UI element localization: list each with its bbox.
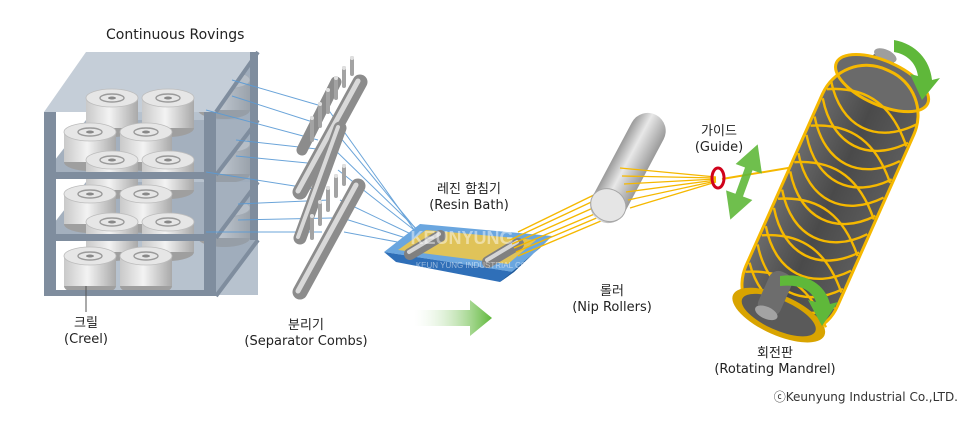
label-combs-en: (Separator Combs): [244, 334, 368, 349]
process-direction-arrow-icon: [414, 300, 492, 336]
separator-combs: [292, 56, 368, 300]
watermark-subtext: KEUN YUNG INDUSTRIAL CO., LTD: [416, 261, 549, 270]
rotation-arrow-bottom-icon: [780, 275, 838, 326]
resin-bath: KEUNYUNG KEUN YUNG INDUSTRIAL CO., LTD: [384, 224, 552, 282]
label-combs-ko: 분리기: [288, 318, 324, 333]
copyright-text: ⓒKeunyung Industrial Co.,LTD.: [773, 390, 958, 404]
label-resin-bath: 레진 함침기 (Resin Bath): [414, 182, 524, 214]
creel: [44, 50, 260, 312]
label-guide: 가이드 (Guide): [684, 124, 754, 156]
label-rollers-ko: 롤러: [600, 284, 624, 299]
label-creel: 크릴 (Creel): [56, 316, 116, 348]
label-separator-combs: 분리기 (Separator Combs): [236, 318, 376, 350]
rotating-mandrel: [732, 40, 940, 343]
label-creel-ko: 크릴: [74, 316, 98, 331]
fibers-resin: [509, 191, 609, 257]
label-creel-en: (Creel): [64, 332, 108, 347]
label-continuous-rovings: Continuous Rovings: [106, 27, 245, 43]
nip-rollers: [590, 112, 666, 224]
label-mandrel-ko: 회전판: [757, 346, 793, 361]
guide-ring-icon: [710, 166, 726, 190]
guide: [710, 144, 762, 220]
label-nip-rollers: 롤러 (Nip Rollers): [562, 284, 662, 316]
label-bath-en: (Resin Bath): [429, 198, 509, 213]
label-rollers-en: (Nip Rollers): [572, 300, 652, 315]
rotation-arrow-top-icon: [894, 40, 940, 100]
label-rotating-mandrel: 회전판 (Rotating Mandrel): [700, 346, 850, 378]
label-guide-en: (Guide): [694, 140, 744, 155]
label-mandrel-en: (Rotating Mandrel): [714, 362, 836, 377]
helical-windings: [745, 79, 917, 328]
label-guide-ko: 가이드: [701, 124, 737, 139]
fibers-blue: [205, 79, 441, 251]
watermark-logo: KEUNYUNG: [410, 228, 513, 248]
label-bath-ko: 레진 함침기: [437, 182, 501, 197]
